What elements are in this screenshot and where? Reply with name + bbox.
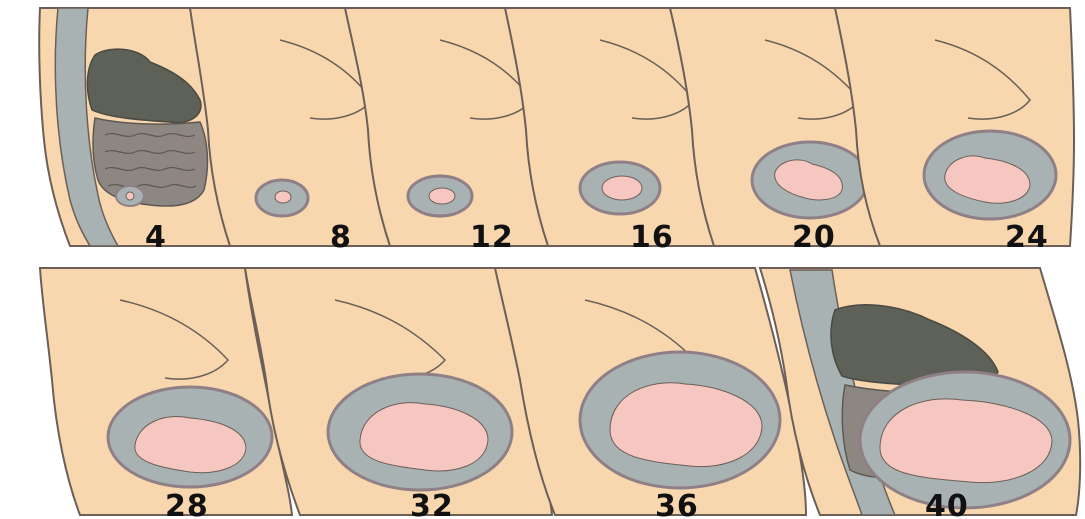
week-label-8: 8 xyxy=(330,220,352,255)
week-label-12: 12 xyxy=(470,220,514,255)
week-label-40: 40 xyxy=(925,489,969,519)
week-label-16: 16 xyxy=(630,220,674,255)
embryo xyxy=(126,192,134,200)
week-label-20: 20 xyxy=(792,220,836,255)
week-label-32: 32 xyxy=(410,489,454,519)
week-label-36: 36 xyxy=(655,489,699,519)
week-label-28: 28 xyxy=(165,489,209,519)
fetus xyxy=(429,188,455,204)
stage-panel-week-40: 40 xyxy=(760,268,1080,519)
embryo xyxy=(275,191,291,203)
week-label-24: 24 xyxy=(1005,220,1049,255)
fetus xyxy=(602,176,642,200)
intestines xyxy=(93,118,207,206)
week-label-4: 4 xyxy=(145,220,167,255)
stage-panel-week-24: 24 xyxy=(835,8,1074,255)
